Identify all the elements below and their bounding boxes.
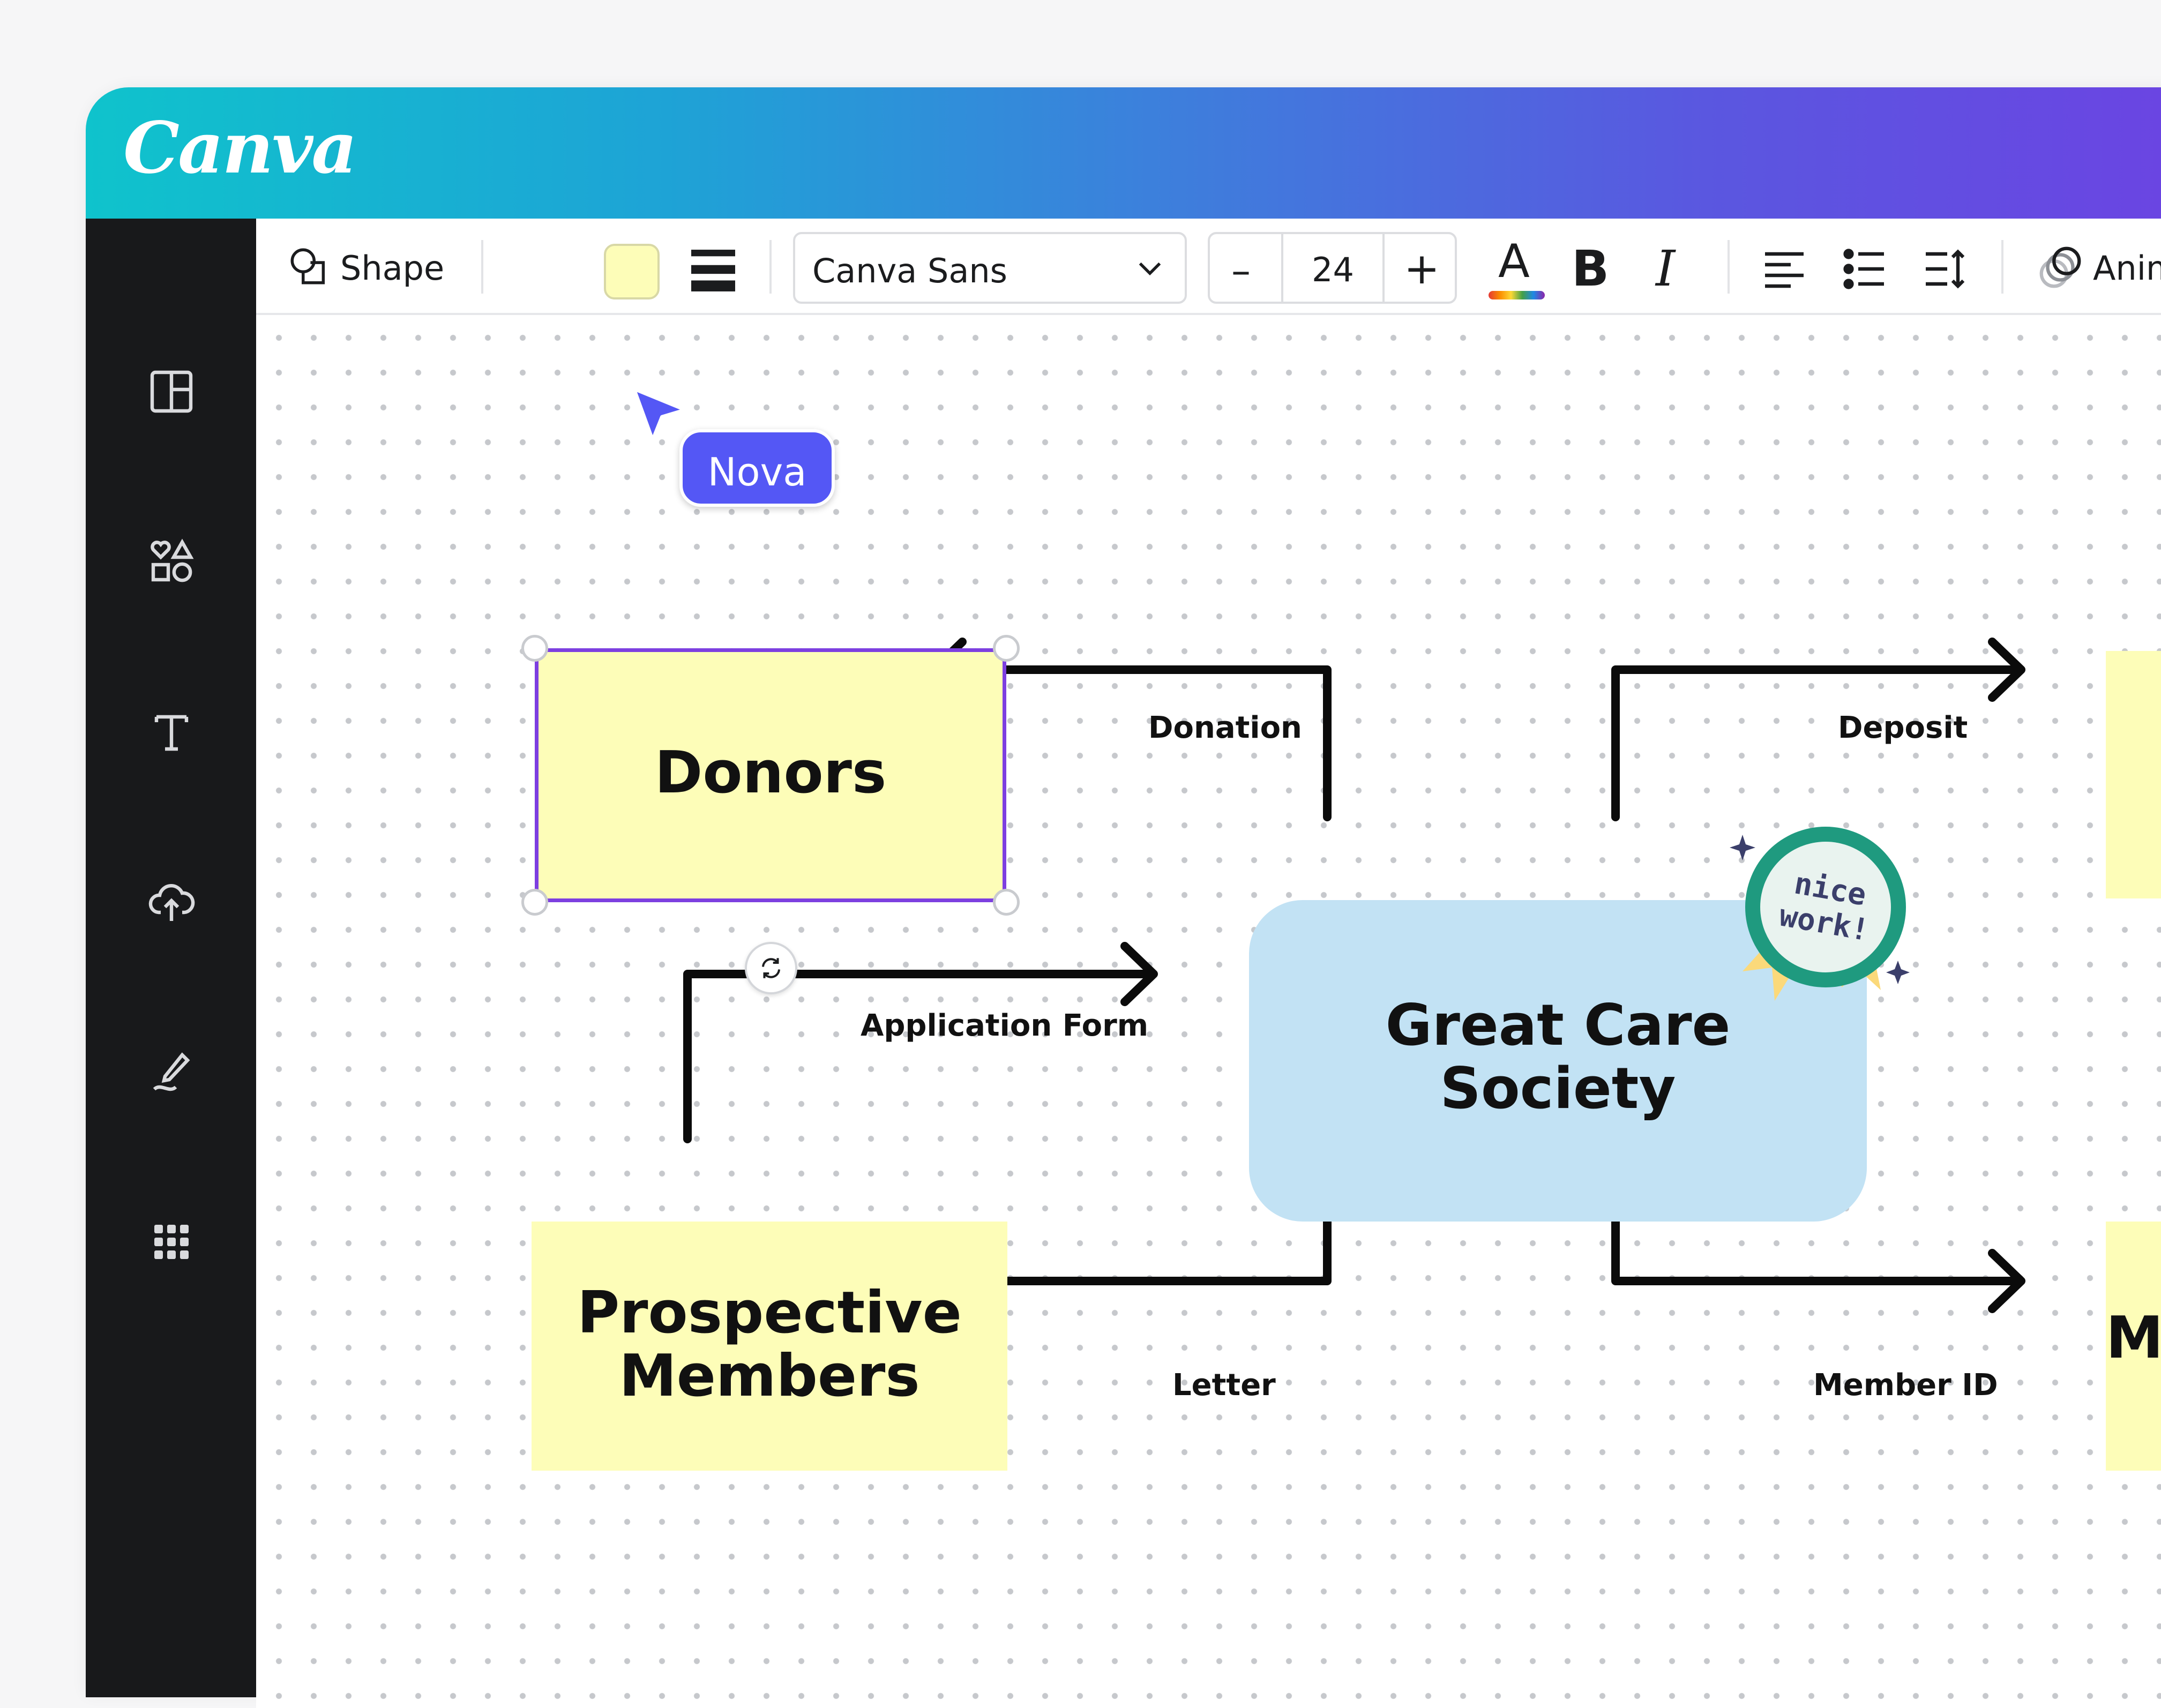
prospective-members-line2: Members	[619, 1343, 920, 1410]
edge-label-letter: Letter	[1172, 1368, 1276, 1403]
application-form-connector	[683, 970, 1157, 1143]
collaborator-cursor-icon	[632, 387, 687, 442]
donors-box[interactable]: Donors	[535, 648, 1006, 902]
app-window: Canva	[86, 87, 2161, 1708]
minus-icon: –	[1231, 248, 1251, 293]
resize-handle-top-left[interactable]	[521, 635, 548, 662]
collaborator-name: Nova	[707, 450, 807, 495]
toolbar-divider	[769, 240, 772, 294]
shape-button[interactable]: Shape	[275, 219, 452, 313]
color-spectrum-bar	[1489, 291, 1545, 299]
apps-grid-icon[interactable]	[146, 1216, 197, 1268]
draw-icon[interactable]	[146, 1046, 197, 1098]
edge-label-donation: Donation	[1148, 710, 1302, 745]
font-family-value: Canva Sans	[812, 251, 1007, 290]
animate-icon	[2039, 246, 2081, 288]
resize-handle-bottom-right[interactable]	[993, 889, 1020, 916]
font-size-stepper: – 24 +	[1208, 232, 1457, 304]
top-bar: Canva	[86, 87, 2161, 219]
animate-label: Animate	[2093, 249, 2161, 288]
toolbar-divider	[481, 240, 483, 294]
stepper-divider	[1382, 234, 1385, 302]
selection-outline	[535, 648, 1006, 902]
text-color-icon: A	[1498, 235, 1530, 288]
right-top-box[interactable]	[2106, 651, 2161, 898]
resize-handle-bottom-left[interactable]	[521, 889, 548, 916]
prospective-members-line1: Prospective	[577, 1279, 962, 1346]
center-label-line2: Society	[1440, 1055, 1676, 1121]
increase-font-size-button[interactable]: +	[1385, 234, 1455, 302]
layout-icon[interactable]	[146, 366, 197, 417]
deposit-arrowhead	[1988, 638, 2025, 702]
great-care-society-label: Great Care Society	[1249, 994, 1867, 1120]
edge-label-application-form: Application Form	[861, 1008, 1149, 1043]
donation-connector	[930, 665, 1332, 821]
elements-icon[interactable]	[146, 536, 197, 587]
stepper-divider	[1281, 234, 1283, 302]
toolbar-divider	[1728, 240, 1730, 294]
italic-button[interactable]: I	[1656, 240, 1676, 297]
donors-label: Donors	[654, 739, 887, 806]
bulleted-list-icon[interactable]	[1841, 245, 1888, 293]
align-left-icon[interactable]	[1761, 245, 1808, 293]
sidebar	[86, 219, 256, 1697]
shape-label: Shape	[340, 249, 445, 288]
upload-cloud-icon[interactable]	[146, 876, 197, 927]
center-label-line1: Great Care	[1385, 992, 1731, 1058]
edge-label-deposit: Deposit	[1838, 710, 1968, 745]
nice-work-sticker[interactable]	[1710, 819, 1925, 1044]
design-canvas[interactable]: Donors Prospective Members Great Care So…	[256, 315, 2161, 1708]
application-form-arrowhead	[1120, 942, 1158, 1006]
deposit-connector	[1611, 665, 2025, 821]
toolbar-divider	[2001, 240, 2003, 294]
font-family-select[interactable]: Canva Sans	[793, 232, 1187, 304]
rotate-handle[interactable]	[745, 942, 797, 994]
animate-button[interactable]: Animate	[2035, 219, 2161, 313]
member-id-arrowhead	[1988, 1249, 2025, 1313]
bold-button[interactable]: B	[1572, 240, 1610, 297]
prospective-members-box[interactable]: Prospective Members	[532, 1222, 1007, 1471]
border-style-icon[interactable]	[691, 250, 735, 291]
text-color-button[interactable]: A	[1483, 235, 1545, 304]
rotate-icon	[762, 958, 780, 978]
prospective-members-label: Prospective Members	[532, 1282, 1007, 1408]
editor-toolbar: Shape Canva Sans – 24 + A B I	[256, 219, 2161, 315]
decrease-font-size-button[interactable]: –	[1210, 234, 1281, 302]
resize-handle-top-right[interactable]	[993, 635, 1020, 662]
line-spacing-icon[interactable]	[1921, 245, 1969, 293]
collaborator-name-tag: Nova	[679, 429, 835, 507]
edge-label-member-id: Member ID	[1813, 1368, 1998, 1403]
text-icon[interactable]	[146, 706, 197, 758]
fill-color-swatch[interactable]	[604, 244, 660, 299]
shape-icon	[290, 248, 325, 284]
font-size-value[interactable]: 24	[1312, 250, 1354, 289]
plus-icon: +	[1404, 244, 1440, 294]
canva-logo[interactable]: Canva	[123, 107, 357, 190]
right-bottom-box[interactable]: M	[2106, 1222, 2161, 1471]
chevron-down-icon	[1139, 262, 1161, 276]
right-bottom-box-label: M	[2106, 1305, 2161, 1372]
